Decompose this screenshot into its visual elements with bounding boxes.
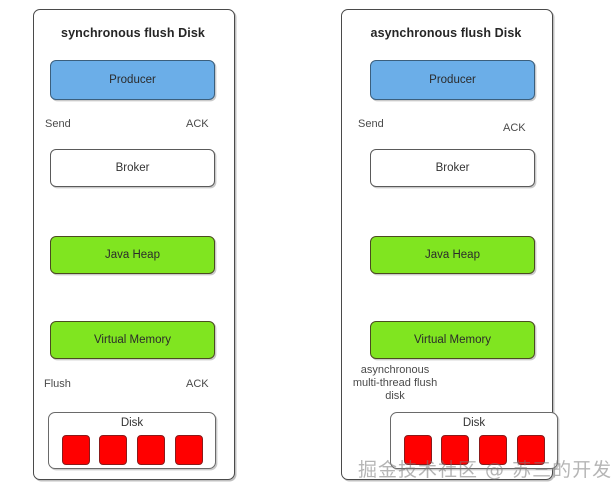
panel-title-asynchronous: asynchronous flush Disk — [370, 26, 522, 40]
node-virtual-memory-sync[interactable]: Virtual Memory — [50, 321, 215, 359]
node-disk-sync[interactable]: Disk — [48, 412, 216, 469]
panel-title-synchronous: synchronous flush Disk — [61, 26, 205, 40]
node-label: Broker — [115, 162, 150, 174]
node-producer-sync[interactable]: Producer — [50, 60, 215, 100]
edge-label-ack-top-sync: ACK — [186, 118, 209, 130]
node-virtual-memory-async[interactable]: Virtual Memory — [370, 321, 535, 359]
node-broker-sync[interactable]: Broker — [50, 149, 215, 187]
disk-cell — [99, 435, 127, 465]
edge-label-ack-bottom-sync: ACK — [186, 378, 209, 390]
disk-cell — [62, 435, 90, 465]
node-producer-async[interactable]: Producer — [370, 60, 535, 100]
node-label: Producer — [429, 74, 476, 86]
disk-cell — [137, 435, 165, 465]
node-label: Virtual Memory — [413, 334, 492, 346]
node-label: Broker — [435, 162, 470, 174]
node-disk-async[interactable]: Disk — [390, 412, 558, 469]
node-label: Java Heap — [425, 249, 480, 261]
node-java-heap-sync[interactable]: Java Heap — [50, 236, 215, 274]
node-broker-async[interactable]: Broker — [370, 149, 535, 187]
disk-label: Disk — [120, 417, 144, 429]
node-label: Virtual Memory — [93, 334, 172, 346]
edge-label-send-async: Send — [358, 118, 384, 130]
disk-cell — [479, 435, 507, 465]
edge-label-ack-top-async: ACK — [503, 122, 526, 134]
node-label: Producer — [109, 74, 156, 86]
disk-label: Disk — [462, 417, 486, 429]
node-label: Java Heap — [105, 249, 160, 261]
edge-label-flush-sync: Flush — [44, 378, 71, 390]
disk-cell — [404, 435, 432, 465]
disk-cell — [517, 435, 545, 465]
edge-label-async-flush: asynchronous multi-thread flush disk — [352, 364, 438, 402]
disk-cell — [175, 435, 203, 465]
edge-label-send-sync: Send — [45, 118, 71, 130]
node-java-heap-async[interactable]: Java Heap — [370, 236, 535, 274]
disk-cell — [441, 435, 469, 465]
